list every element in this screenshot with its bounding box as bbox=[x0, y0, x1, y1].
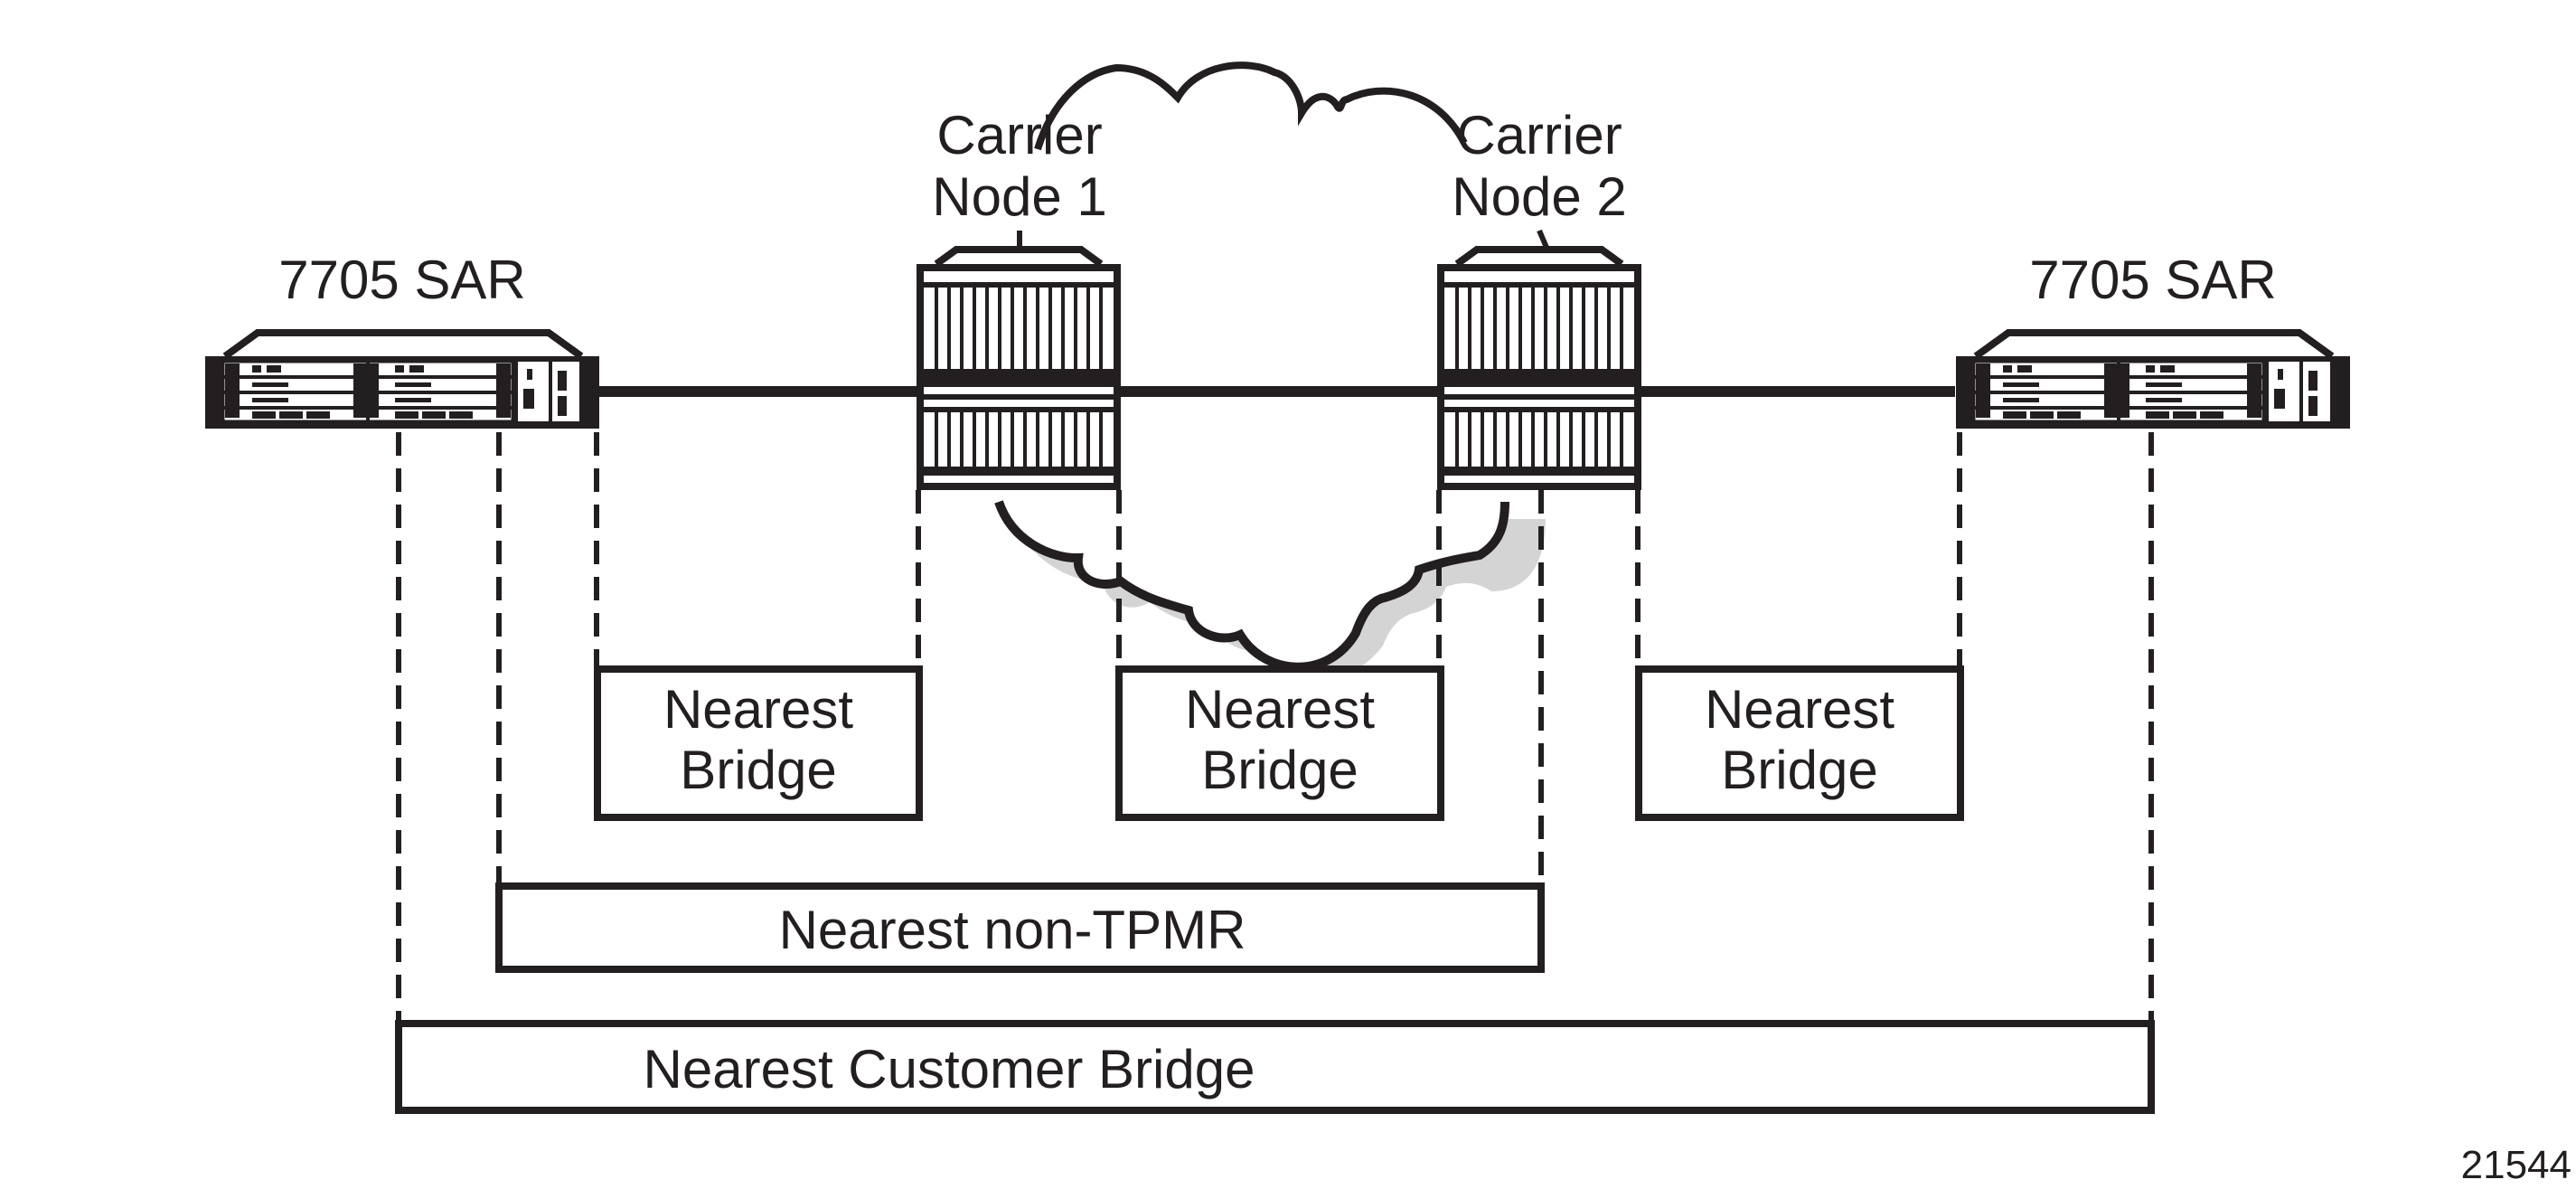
carrier-node-1-label: Carrier bbox=[936, 105, 1102, 165]
nearest-bridge-box-3: Nearest Bridge bbox=[1635, 665, 1964, 821]
figure-id: 21544 bbox=[2461, 1143, 2571, 1187]
scope-label: Bridge bbox=[680, 740, 836, 800]
sar-right-device bbox=[1956, 333, 2350, 429]
scope-label: Nearest bbox=[1185, 679, 1375, 740]
scope-dashed-lines bbox=[396, 432, 2154, 1022]
nearest-customer-bridge-box: Nearest Customer Bridge bbox=[395, 1020, 2155, 1114]
scope-label: Nearest bbox=[663, 679, 853, 740]
carrier-node-2-device bbox=[1437, 250, 1641, 490]
scope-label: Nearest bbox=[1705, 679, 1894, 740]
carrier-node-1-device bbox=[917, 250, 1121, 490]
sar-right-label: 7705 SAR bbox=[2029, 250, 2277, 310]
carrier-network-cloud-icon bbox=[994, 61, 1546, 680]
nearest-non-tpmr-box: Nearest non-TPMR bbox=[495, 882, 1545, 973]
nearest-bridge-box-2: Nearest Bridge bbox=[1115, 665, 1444, 821]
leader-line bbox=[1537, 229, 1550, 251]
carrier-node-2-label: Node 2 bbox=[1452, 166, 1626, 227]
carrier-node-1-label: Node 1 bbox=[932, 166, 1106, 227]
scope-label: Nearest Customer Bridge bbox=[644, 1039, 1255, 1099]
sar-left-label: 7705 SAR bbox=[278, 250, 526, 310]
scope-label: Bridge bbox=[1201, 740, 1358, 800]
scope-label: Bridge bbox=[1721, 740, 1877, 800]
scope-label: Nearest non-TPMR bbox=[779, 900, 1246, 960]
carrier-node-2-label: Carrier bbox=[1456, 105, 1622, 165]
sar-left-device bbox=[205, 333, 599, 429]
nearest-bridge-box-1: Nearest Bridge bbox=[594, 665, 923, 821]
